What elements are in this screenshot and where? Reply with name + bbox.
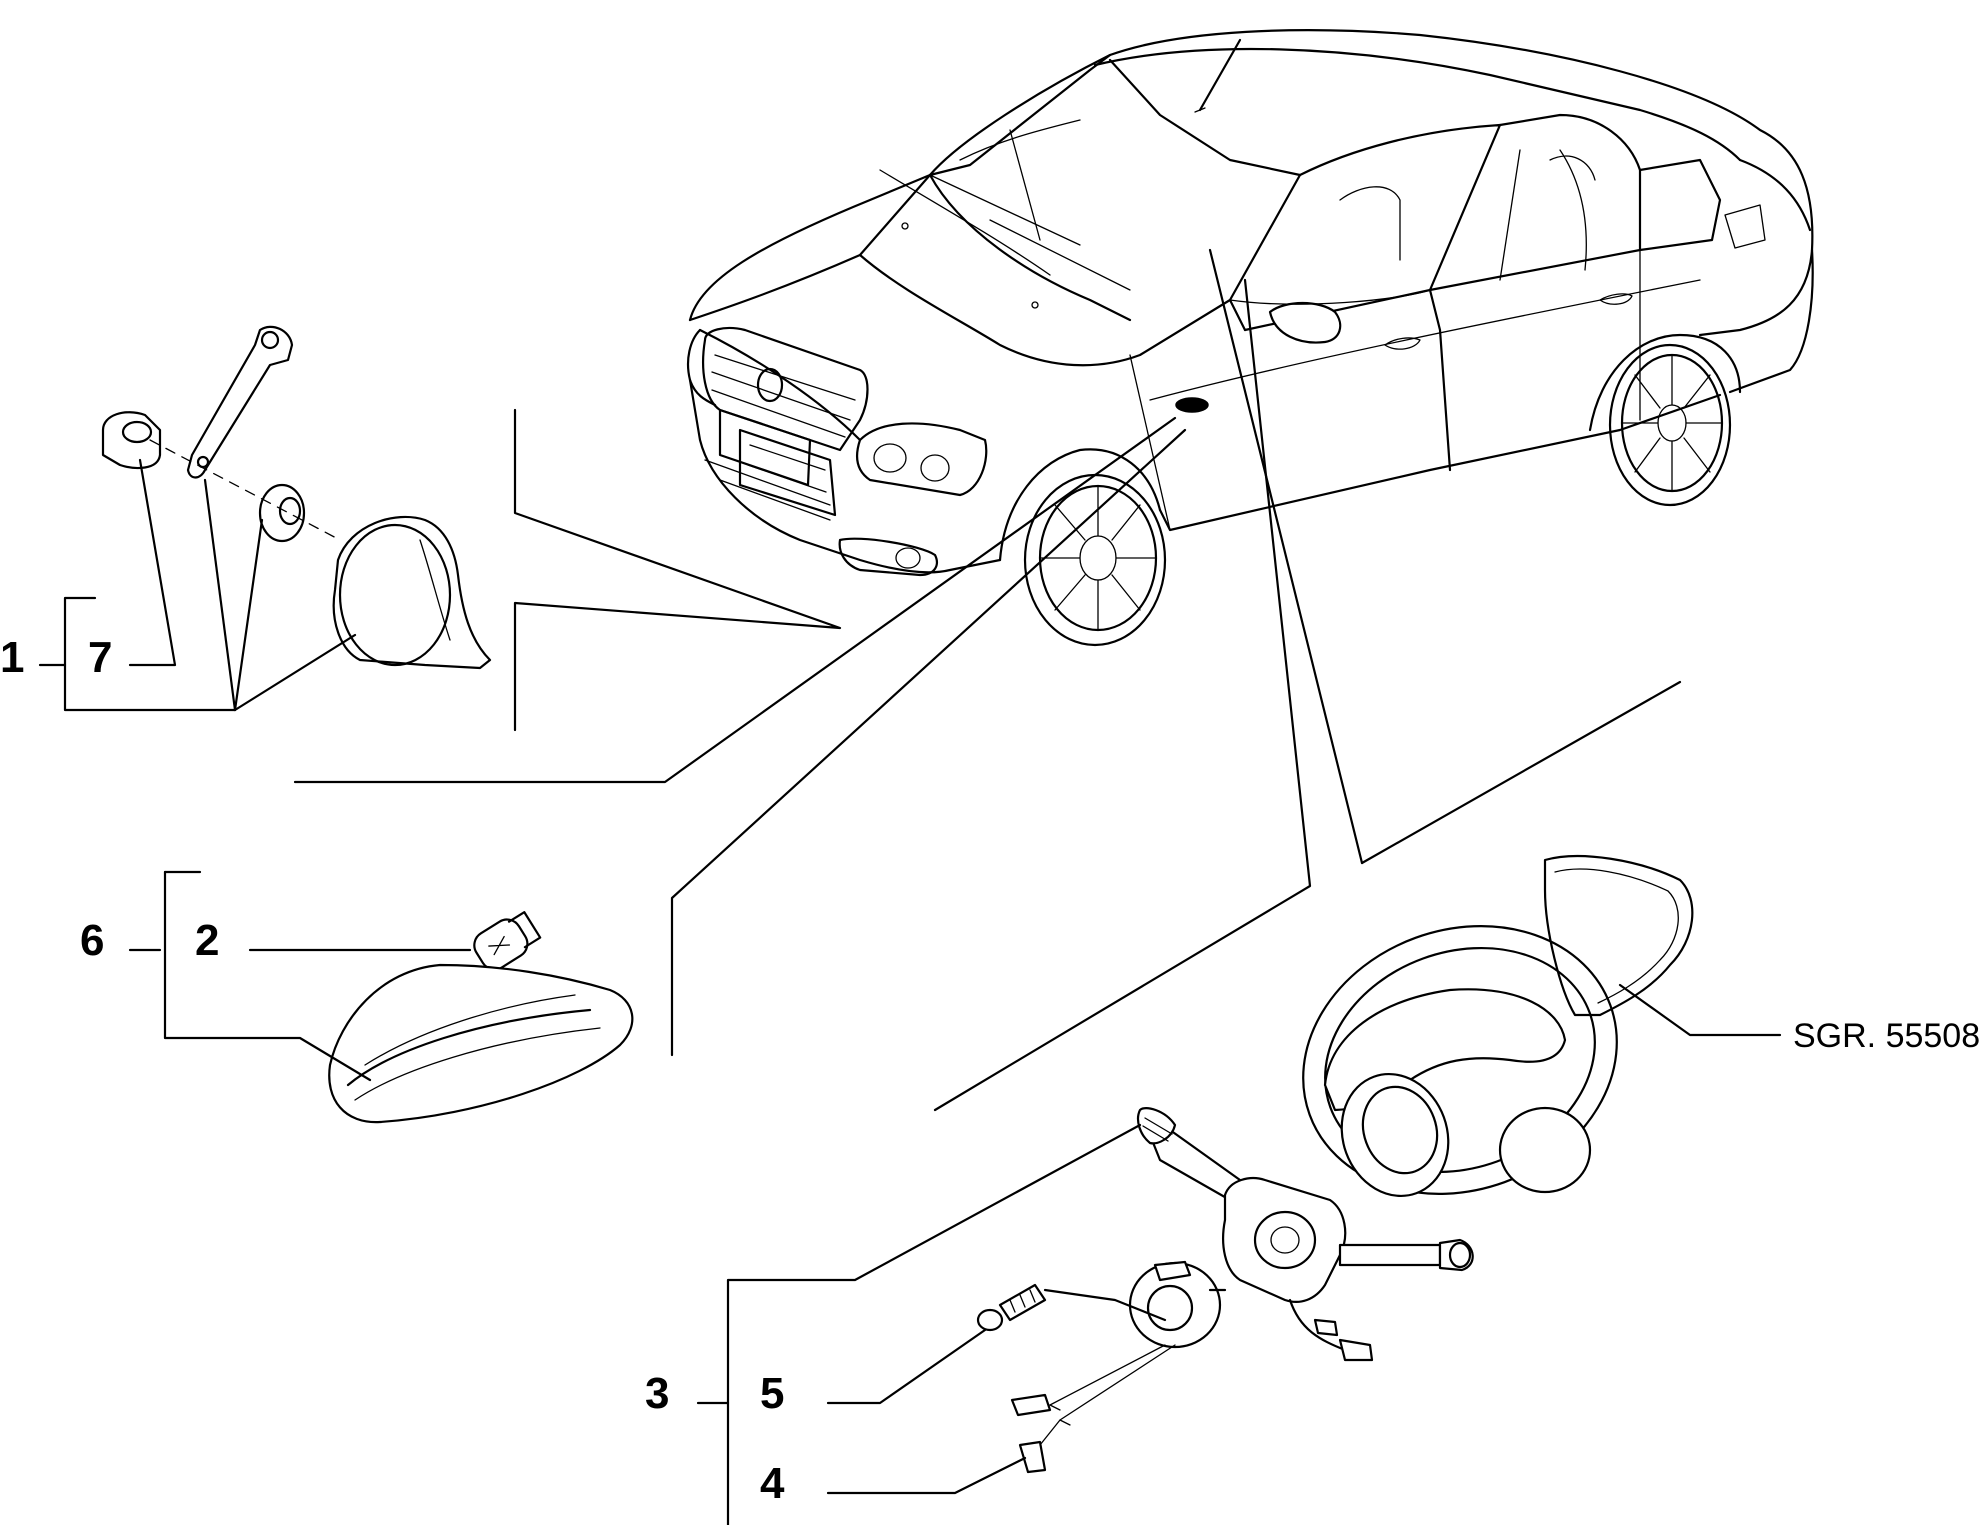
callout-2: 2 xyxy=(195,916,219,965)
car-illustration xyxy=(686,29,1814,647)
callout-4: 4 xyxy=(760,1459,785,1508)
horn-callout-box xyxy=(293,408,1177,784)
callout-5: 5 xyxy=(760,1369,784,1418)
horn-assembly xyxy=(38,325,492,712)
side-repeater-lamp xyxy=(128,428,1187,1124)
steering-assembly xyxy=(696,248,1782,1525)
callout-3: 3 xyxy=(645,1369,669,1418)
callout-1: 1 xyxy=(0,633,24,682)
reference-sgr: SGR. 55508 xyxy=(1793,1017,1980,1055)
callout-6: 6 xyxy=(80,916,104,965)
callout-labels: 1 7 6 2 3 5 4 SGR. 55508 xyxy=(0,633,1980,1508)
callout-7: 7 xyxy=(88,633,112,682)
